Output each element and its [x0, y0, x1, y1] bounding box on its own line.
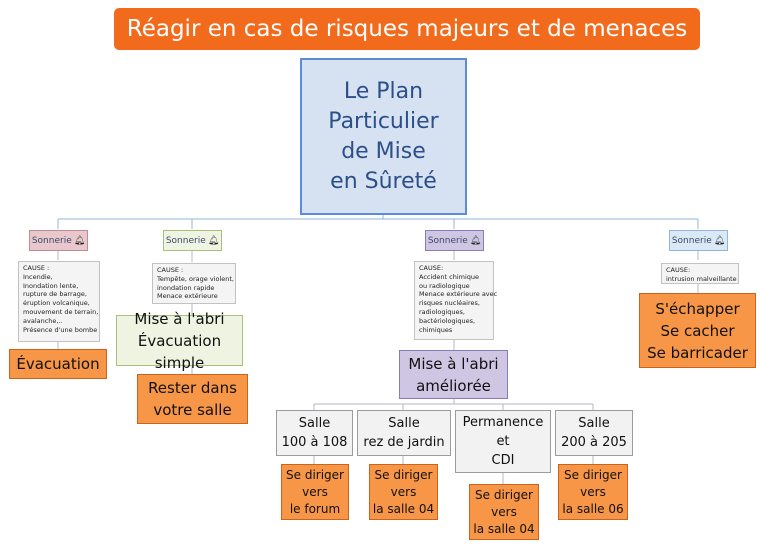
bell-label: Sonnerie [427, 235, 468, 246]
cause-line: Menace extérieure [157, 292, 218, 301]
cause-line: radiologiques, [419, 307, 465, 316]
action-line-1: Rester dans [148, 379, 237, 397]
root-node: Le Plan Particulier de Mise en Sûreté [300, 58, 467, 215]
room-rez-de-jardin: Salle rez de jardin [357, 410, 451, 456]
cause-line: chimiques [419, 325, 453, 334]
action-line-3: Se barricader [647, 343, 748, 362]
bell-label: Sonnerie [31, 235, 72, 246]
directive-forum: Se diriger vers le forum [281, 464, 349, 520]
room-line: 200 à 205 [561, 435, 627, 450]
directive-line: Se diriger [475, 487, 533, 502]
directive-line: la salle 04 [372, 501, 435, 516]
directive-line: vers [390, 484, 417, 499]
mode-line-2: améliorée [416, 376, 491, 395]
cause-line: rupture de barrage, [23, 290, 87, 299]
action-line-2: votre salle [153, 401, 232, 419]
room-line: Permanence [462, 415, 544, 430]
cause-line: Menace extérieure avec [419, 290, 498, 299]
cause-line: inondation rapide [157, 283, 215, 292]
bell-node-shelter-improved: Sonnerie 🔔︎ [425, 230, 484, 251]
root-line-4: en Sûreté [330, 168, 437, 194]
room-line: et [496, 434, 510, 449]
bell-node-shelter-simple: Sonnerie 🔔︎ [163, 230, 222, 251]
directive-line: Se diriger [374, 467, 433, 482]
directive-line: vers [580, 484, 606, 499]
directive-salle-04-a: Se diriger vers la salle 04 [369, 464, 438, 520]
directive-line: la salle 04 [473, 521, 535, 536]
cause-line: CAUSE : [23, 264, 50, 272]
action-stay-in-room: Rester dans votre salle [137, 374, 248, 424]
cause-line: éruption volcanique, [23, 299, 90, 308]
bell-icon: 🔔︎ [73, 235, 86, 246]
cause-line: ou radiologique [419, 281, 470, 290]
mode-line-1: Mise à l'abri [134, 309, 225, 328]
directive-line: vers [302, 484, 328, 499]
cause-box-intrusion: CAUSE: intrusion malveillante [661, 263, 739, 284]
directive-line: le forum [289, 501, 341, 516]
root-line-1: Le Plan [343, 78, 424, 104]
cause-line: mouvement de terrain, [23, 307, 99, 316]
mode-line-2: Évacuation simple [137, 331, 222, 372]
action-label: Évacuation [16, 355, 100, 373]
room-line: 100 à 108 [281, 435, 348, 450]
cause-box-shelter-improved: CAUSE: Accident chimique ou radiologique… [414, 261, 498, 340]
bell-node-intrusion: Sonnerie 🔔︎ [669, 230, 728, 251]
bell-icon: 🔔︎ [469, 235, 482, 246]
action-escape-hide-barricade: S'échapper Se cacher Se barricader [639, 293, 756, 368]
directive-line: Se diriger [564, 467, 622, 482]
action-evacuation: Évacuation [9, 349, 107, 379]
room-line: Salle [388, 416, 420, 431]
action-line-2: Se cacher [660, 321, 735, 340]
bell-label: Sonnerie [165, 235, 206, 246]
room-permanence-cdi: Permanence et CDI [455, 410, 551, 473]
root-line-3: de Mise [341, 138, 426, 164]
cause-line: risques nucléaires, [419, 299, 480, 308]
room-100-108: Salle 100 à 108 [276, 410, 353, 456]
cause-line: Inondation lente, [23, 281, 79, 290]
room-line: Salle [578, 416, 610, 431]
directive-salle-04-b: Se diriger vers la salle 04 [469, 484, 539, 540]
directive-salle-06: Se diriger vers la salle 06 [558, 464, 628, 520]
bell-label: Sonnerie [671, 235, 712, 246]
cause-line: intrusion malveillante [666, 274, 737, 283]
bell-icon: 🔔︎ [207, 235, 220, 246]
room-line: Salle [298, 416, 331, 431]
cause-box-evacuation: CAUSE : Incendie, Inondation lente, rupt… [18, 261, 100, 342]
cause-line: CAUSE: [419, 264, 444, 272]
cause-line: Incendie, [23, 272, 53, 281]
cause-line: CAUSE : [157, 266, 184, 274]
directive-line: vers [491, 504, 517, 519]
root-line-2: Particulier [328, 108, 439, 134]
room-200-205: Salle 200 à 205 [555, 410, 633, 456]
cause-line: Tempête, orage violent, [157, 274, 234, 283]
cause-line: avalanche,.. [23, 316, 63, 325]
cause-line: Présence d'une bombe [23, 325, 98, 334]
cause-line: bactériologiques, [419, 316, 476, 325]
cause-line: CAUSE: [666, 266, 691, 274]
cause-line: Accident chimique [419, 272, 480, 281]
bell-icon: 🔔︎ [713, 235, 726, 246]
mode-line-1: Mise à l'abri [408, 354, 499, 373]
bell-node-evacuation: Sonnerie 🔔︎ [29, 230, 88, 251]
mode-shelter-improved: Mise à l'abri améliorée [399, 350, 508, 399]
title-banner: Réagir en cas de risques majeurs et de m… [114, 8, 700, 50]
mode-shelter-simple: Mise à l'abri Évacuation simple [116, 310, 243, 372]
room-line: CDI [491, 453, 515, 468]
cause-box-shelter-simple: CAUSE : Tempête, orage violent, inondati… [152, 263, 236, 304]
directive-line: Se diriger [286, 467, 344, 482]
room-line: rez de jardin [363, 435, 445, 450]
directive-line: la salle 06 [562, 501, 624, 516]
action-line-1: S'échapper [655, 299, 740, 318]
